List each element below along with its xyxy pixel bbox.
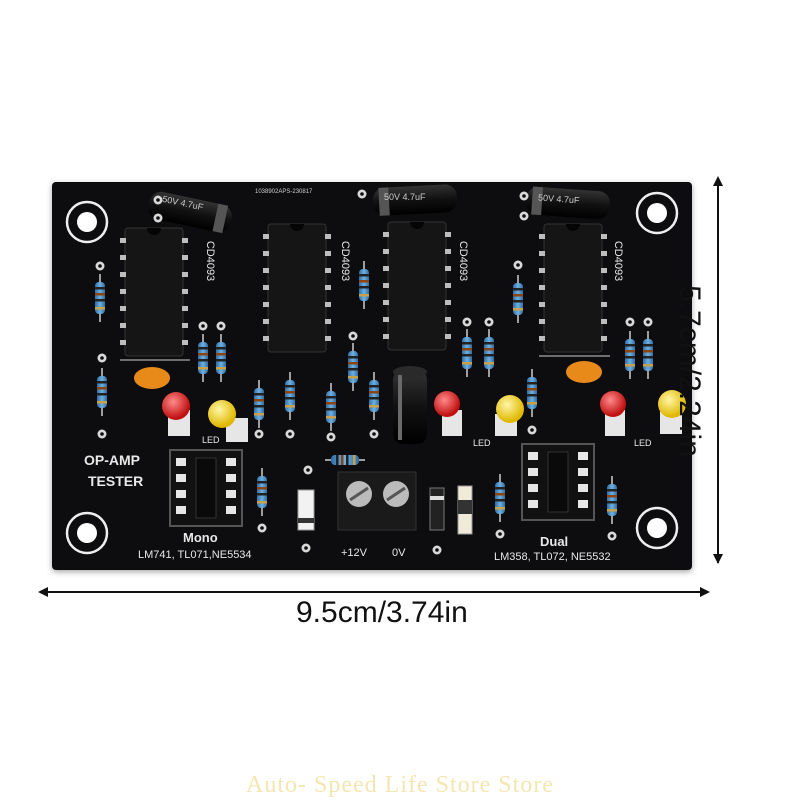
capacitor-label: 50V 4.7uF	[384, 192, 426, 202]
dip-ic-3	[387, 221, 447, 351]
height-dimension-line	[717, 178, 719, 563]
led-red-1	[162, 392, 190, 436]
led-label: LED	[473, 438, 491, 448]
terminal-plus-label: +12V	[341, 547, 367, 559]
terminal-zero-label: 0V	[392, 547, 406, 559]
electrolytic-capacitor	[148, 191, 232, 234]
chip-label-4: CD4093	[612, 240, 625, 282]
electrolytic-capacitor-standing	[393, 366, 427, 444]
diode	[297, 485, 473, 535]
electrolytic-capacitor	[525, 186, 611, 220]
ic-socket-mono	[169, 449, 243, 527]
chip-label-1: CD4093	[204, 240, 217, 282]
height-label: 5.7cm/2.24in	[672, 285, 706, 457]
ic-socket-dual	[521, 443, 595, 521]
mounting-hole-tr	[635, 191, 679, 235]
dual-label: Dual	[540, 534, 569, 549]
board-title-line1: OP-AMP	[84, 452, 140, 468]
board-code: 1038902APS-230817	[255, 189, 313, 195]
board-title-line2: TESTER	[88, 473, 144, 489]
ceramic-capacitor	[134, 361, 602, 389]
chip-label-3: CD4093	[457, 240, 470, 282]
watermark: Auto- Speed Life Store Store	[246, 772, 554, 798]
width-dimension-line	[40, 591, 708, 593]
width-label: 9.5cm/3.74in	[296, 596, 468, 629]
mounting-hole-br	[635, 506, 679, 550]
led-red-2	[434, 391, 462, 436]
mono-models: LM741, TL071,NE5534	[138, 549, 252, 561]
silk-outline	[120, 355, 610, 361]
screw-terminal	[337, 471, 417, 531]
dip-ic-2	[267, 223, 327, 353]
electrolytic-capacitor	[372, 184, 458, 216]
dip-ic-1	[124, 227, 184, 357]
mounting-hole-tl	[65, 200, 109, 244]
led-label: LED	[634, 438, 652, 448]
led-yellow-3	[658, 390, 686, 434]
mounting-hole-bl	[65, 511, 109, 555]
dual-models: LM358, TL072, NE5532	[494, 551, 611, 563]
led-yellow-1	[208, 400, 248, 442]
chip-label-2: CD4093	[339, 240, 352, 282]
led-yellow-2	[495, 395, 524, 436]
mono-label: Mono	[183, 530, 218, 545]
led-red-3	[600, 391, 626, 436]
led-label: LED	[202, 435, 220, 445]
dip-ic-4	[543, 223, 603, 353]
